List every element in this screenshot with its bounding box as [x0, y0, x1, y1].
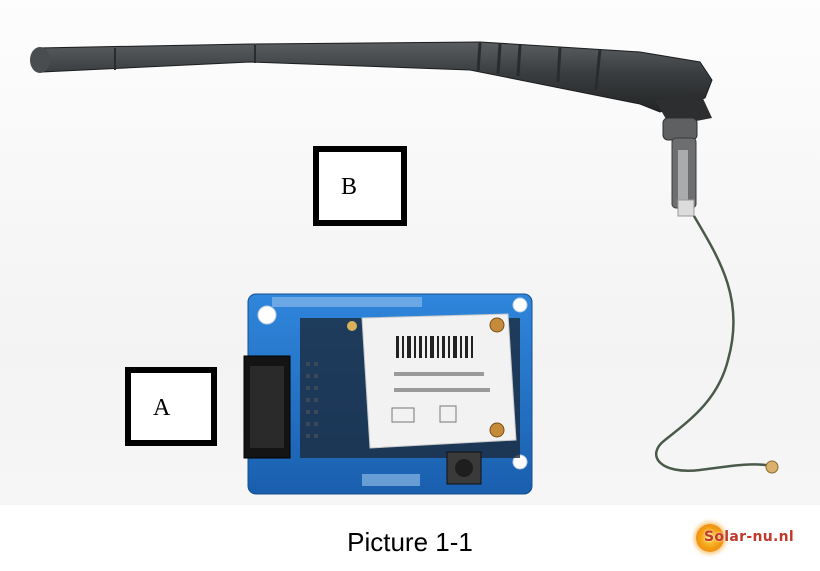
picture-caption: Picture 1-1 — [347, 527, 473, 557]
antenna-connector — [662, 117, 698, 217]
logo-text: Solar-nu.nl — [704, 529, 794, 545]
antenna-cable — [654, 215, 771, 473]
label-b-text: B — [341, 174, 358, 200]
antenna — [30, 41, 713, 126]
wifi-module-board — [243, 293, 533, 495]
cable-end-connector — [765, 460, 779, 474]
photo-scene — [30, 41, 779, 495]
label-box-a: A — [125, 367, 217, 446]
label-box-b: B — [313, 146, 407, 226]
sun-icon — [696, 524, 724, 552]
solar-nu-logo: Solar-nu.nl — [694, 522, 814, 554]
label-a-text: A — [153, 395, 171, 421]
